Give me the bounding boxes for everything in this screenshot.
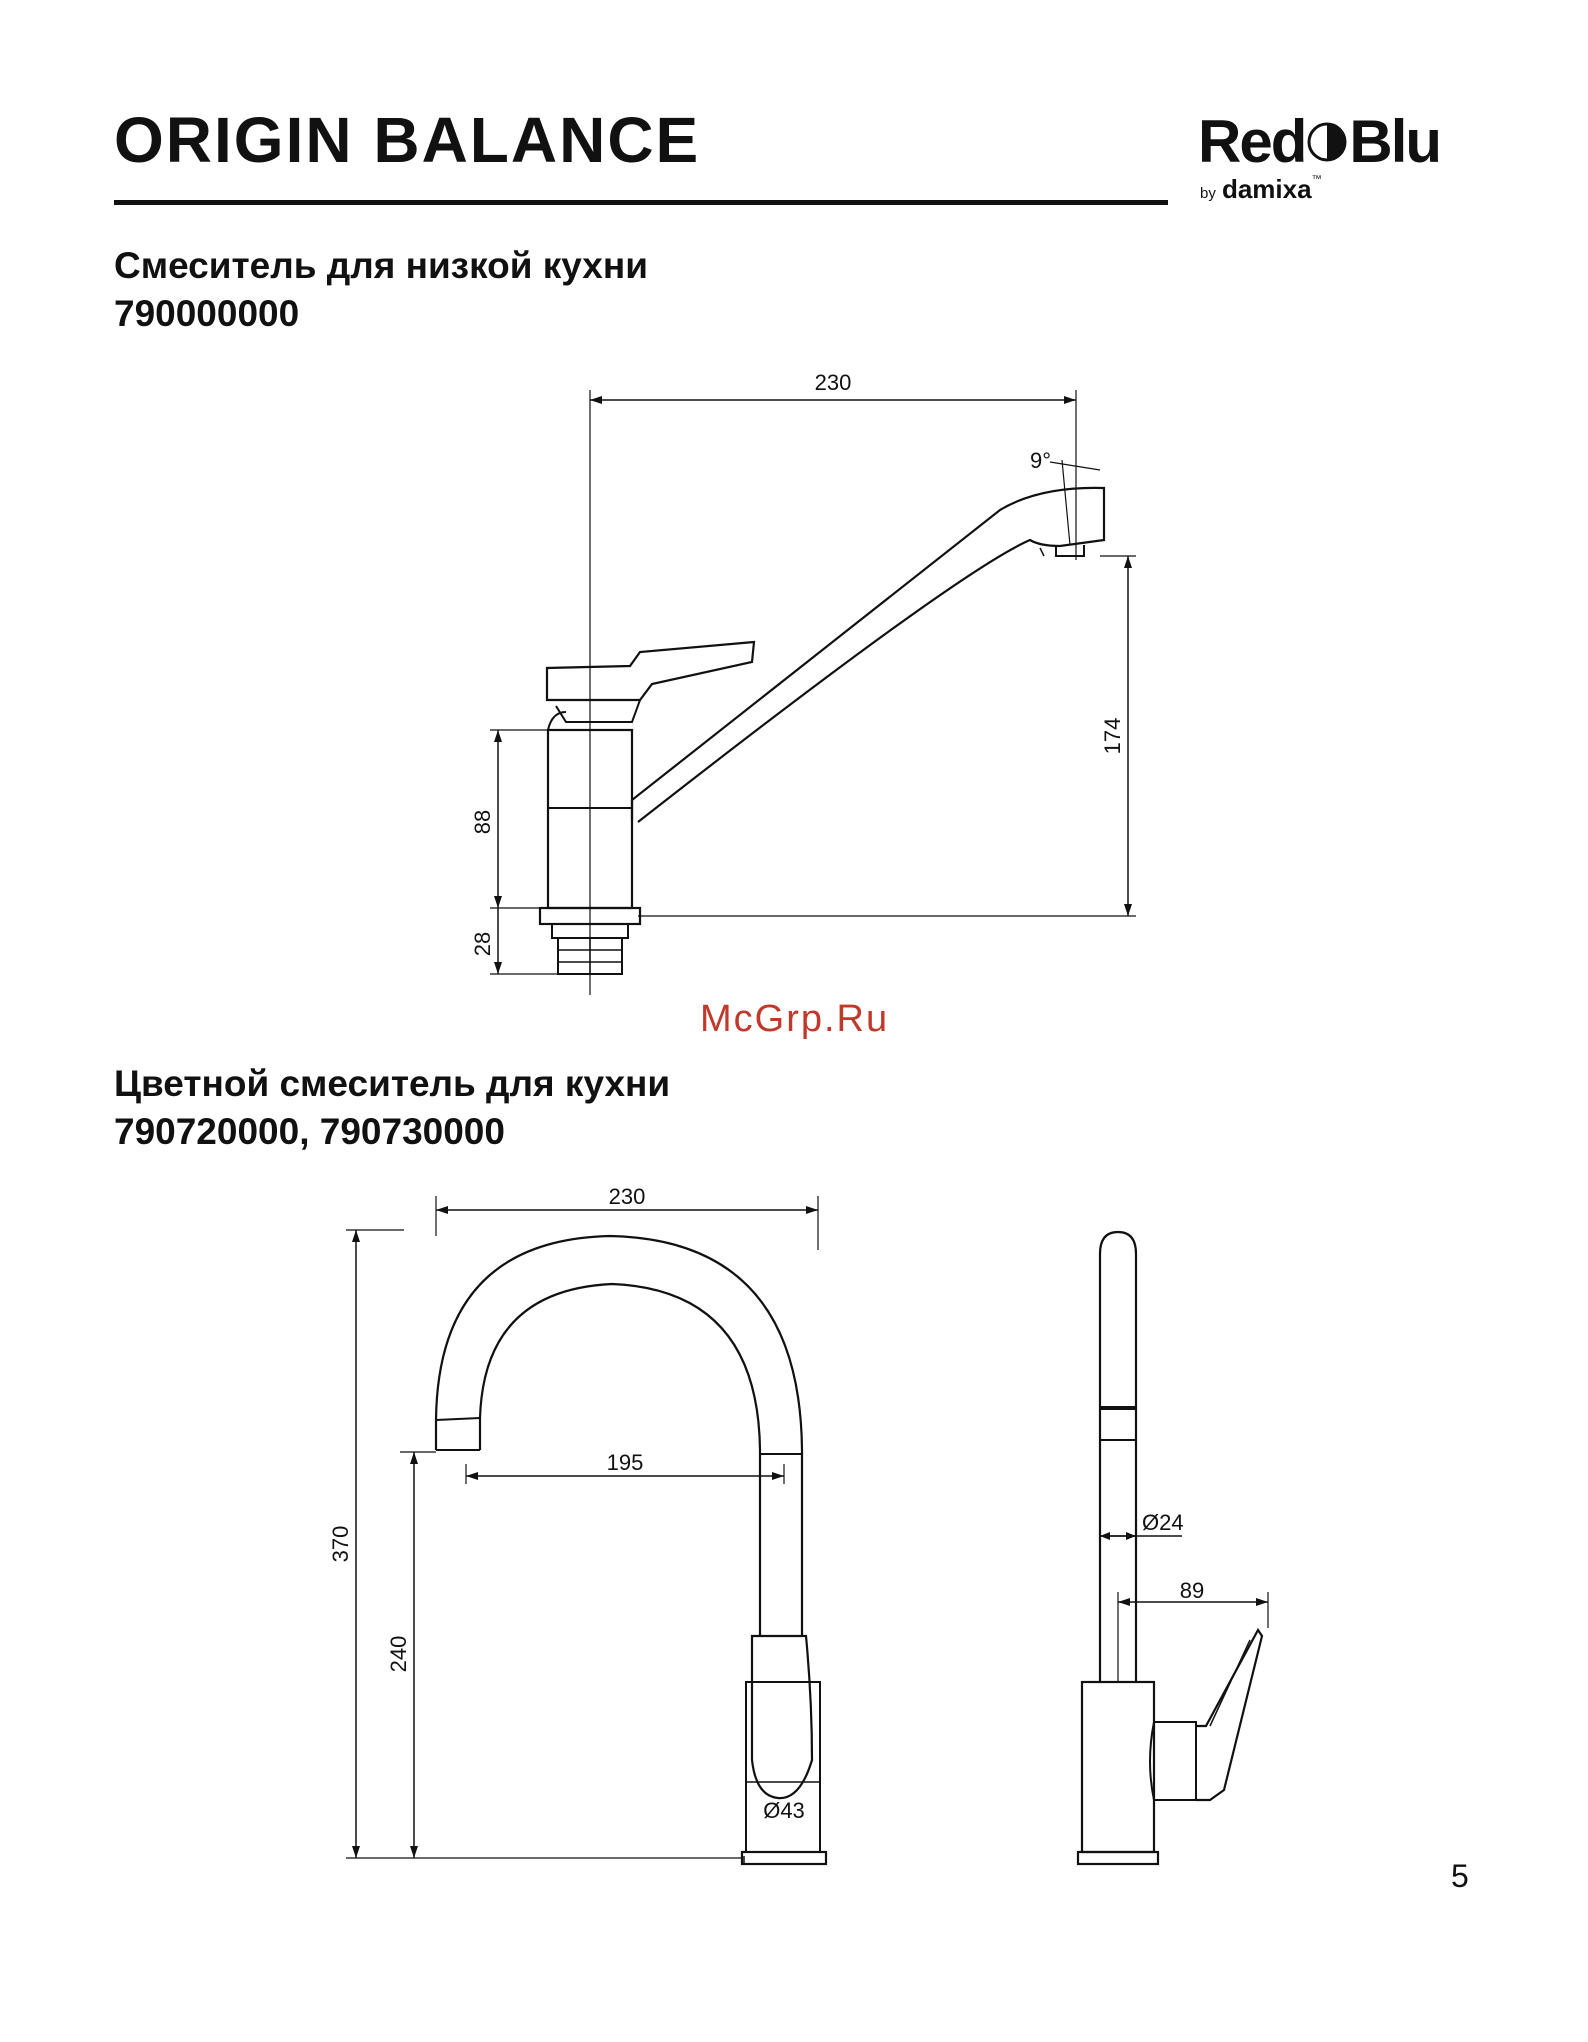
drawing-colour-mixer-front: 230 Ø43 195 370 240 bbox=[328, 1184, 826, 1864]
dim-spout-height-colour: 240 bbox=[386, 1636, 411, 1673]
dim-thread: 28 bbox=[470, 932, 495, 956]
drawing-colour-mixer-side: Ø24 89 bbox=[1078, 1232, 1268, 1864]
dim-tube-diameter: Ø24 bbox=[1142, 1510, 1184, 1535]
dim-spout-height-low: 174 bbox=[1100, 718, 1125, 755]
dim-width-colour: 230 bbox=[609, 1184, 646, 1209]
dim-base-diameter: Ø43 bbox=[763, 1798, 805, 1823]
dim-total-height: 370 bbox=[328, 1526, 353, 1563]
dim-handle-depth: 89 bbox=[1180, 1578, 1204, 1603]
dim-width-low: 230 bbox=[815, 370, 852, 395]
drawing-low-kitchen-mixer: 230 9° 174 8 bbox=[470, 370, 1136, 995]
dim-reach: 195 bbox=[607, 1450, 644, 1475]
dim-body-height: 88 bbox=[470, 810, 495, 834]
dim-angle: 9° bbox=[1030, 448, 1051, 473]
